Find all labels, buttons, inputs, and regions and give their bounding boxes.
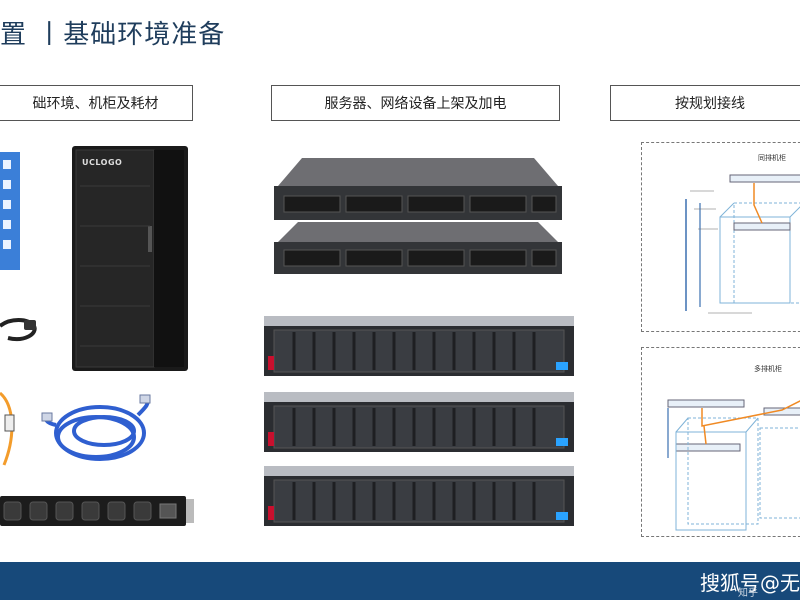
blue-patch-panel-image — [0, 152, 20, 270]
rack-brand-label: UCLOGO — [82, 158, 123, 167]
cabling-diagram-multi-row: 多排机柜 — [641, 347, 800, 537]
diagram-multi-row-drawing — [667, 399, 800, 531]
rack-server-1-image — [264, 316, 574, 376]
cabling-diagram-same-row: 同排机柜 — [641, 142, 800, 332]
network-switch-bottom-image — [274, 222, 562, 274]
step-box-environment: 础环境、机柜及耗材 — [0, 85, 193, 121]
pdu-power-strip-image — [0, 496, 194, 526]
network-cable-image — [41, 394, 151, 461]
step-label-mounting: 服务器、网络设备上架及加电 — [324, 96, 507, 112]
step-label-environment: 础环境、机柜及耗材 — [32, 96, 159, 112]
rack-server-3-image — [264, 466, 574, 526]
diagram-label-multi-row: 多排机柜 — [754, 365, 782, 373]
step-box-mounting: 服务器、网络设备上架及加电 — [271, 85, 560, 121]
page-title: 置 丨基础环境准备 — [0, 20, 226, 50]
diagram-label-same-row: 同排机柜 — [758, 154, 786, 162]
diagram-same-row-drawing — [685, 174, 800, 314]
power-cable-image — [0, 318, 37, 341]
step-box-cabling: 按规划接线 — [610, 85, 800, 121]
footer-watermark-sub: 知乎 — [738, 588, 758, 599]
footer-bar: 搜狐号@无 知乎 — [0, 562, 800, 600]
fiber-cable-image — [0, 391, 15, 466]
network-switch-top-image — [274, 158, 562, 220]
footer-watermark: 搜狐号@无 — [700, 571, 800, 595]
rack-server-2-image — [264, 392, 574, 452]
step-label-cabling: 按规划接线 — [675, 96, 745, 112]
rack-cabinet-image — [72, 146, 188, 371]
